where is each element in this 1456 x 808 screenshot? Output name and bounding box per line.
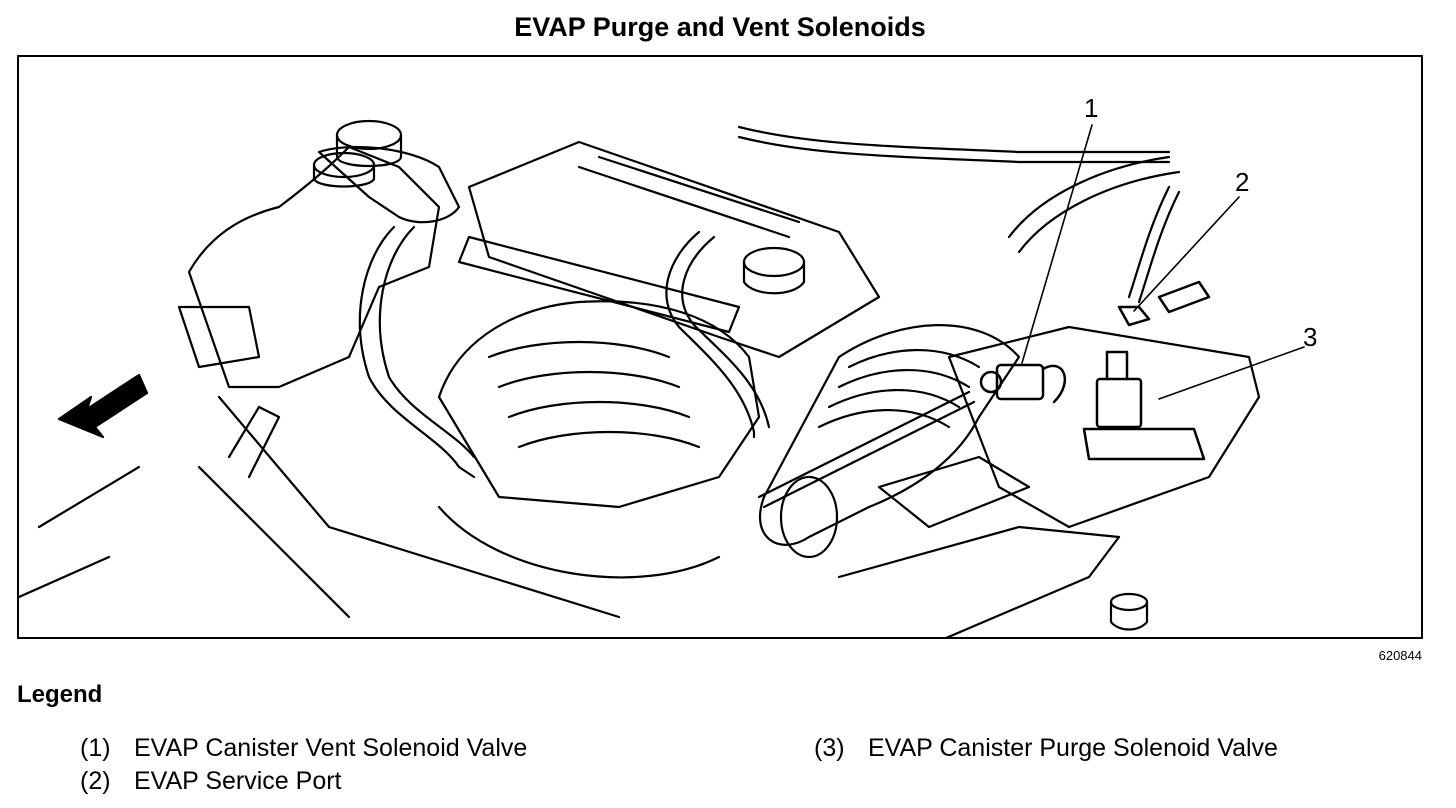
callout-2: 2 <box>1235 167 1250 197</box>
engine-illustration: 1 2 3 <box>17 55 1423 639</box>
air-intake-duct <box>758 324 1021 546</box>
service-port-hose <box>1127 185 1171 299</box>
legend-item: (3) EVAP Canister Purge Solenoid Valve <box>814 734 1278 763</box>
figure-number: 620844 <box>1378 648 1422 663</box>
bay-outline-left <box>187 145 441 389</box>
callout-2-leader <box>1133 196 1240 312</box>
legend-item-number: (3) <box>814 734 845 762</box>
legend-item-number: (1) <box>80 734 111 762</box>
hose-left <box>358 225 476 479</box>
intake-manifold <box>437 300 761 509</box>
lower-bracket <box>877 455 1031 529</box>
legend-item-text: EVAP Canister Vent Solenoid Valve <box>134 734 528 762</box>
callout-1-leader <box>1021 124 1093 364</box>
callout-1: 1 <box>1084 93 1099 123</box>
top-hose <box>737 125 1171 154</box>
legend-item-text: EVAP Canister Purge Solenoid Valve <box>868 734 1278 762</box>
lower-right-tray <box>837 525 1121 637</box>
legend-item-text: EVAP Service Port <box>134 767 342 795</box>
callout-3-leader <box>1158 346 1305 400</box>
direction-arrow-icon <box>57 373 149 439</box>
service-port <box>1117 280 1211 327</box>
vent-solenoid <box>979 363 1066 404</box>
legend-heading: Legend <box>17 681 103 708</box>
diagram-title: EVAP Purge and Vent Solenoids <box>514 12 926 42</box>
oil-filler-cap <box>742 246 806 278</box>
fuel-rail <box>457 235 741 334</box>
legend-item-number: (2) <box>80 767 111 795</box>
rod <box>757 390 971 499</box>
legend-item: (2) EVAP Service Port <box>80 767 342 796</box>
callout-3: 3 <box>1303 322 1318 352</box>
purge-solenoid <box>1082 350 1206 461</box>
engine-line-art <box>19 119 1305 637</box>
cam-cover <box>467 140 881 359</box>
intake-ring <box>779 475 839 559</box>
reservoir-cap <box>335 119 403 151</box>
hose-center <box>665 230 756 439</box>
reservoir-body <box>317 145 461 224</box>
legend-item: (1) EVAP Canister Vent Solenoid Valve <box>80 734 527 763</box>
